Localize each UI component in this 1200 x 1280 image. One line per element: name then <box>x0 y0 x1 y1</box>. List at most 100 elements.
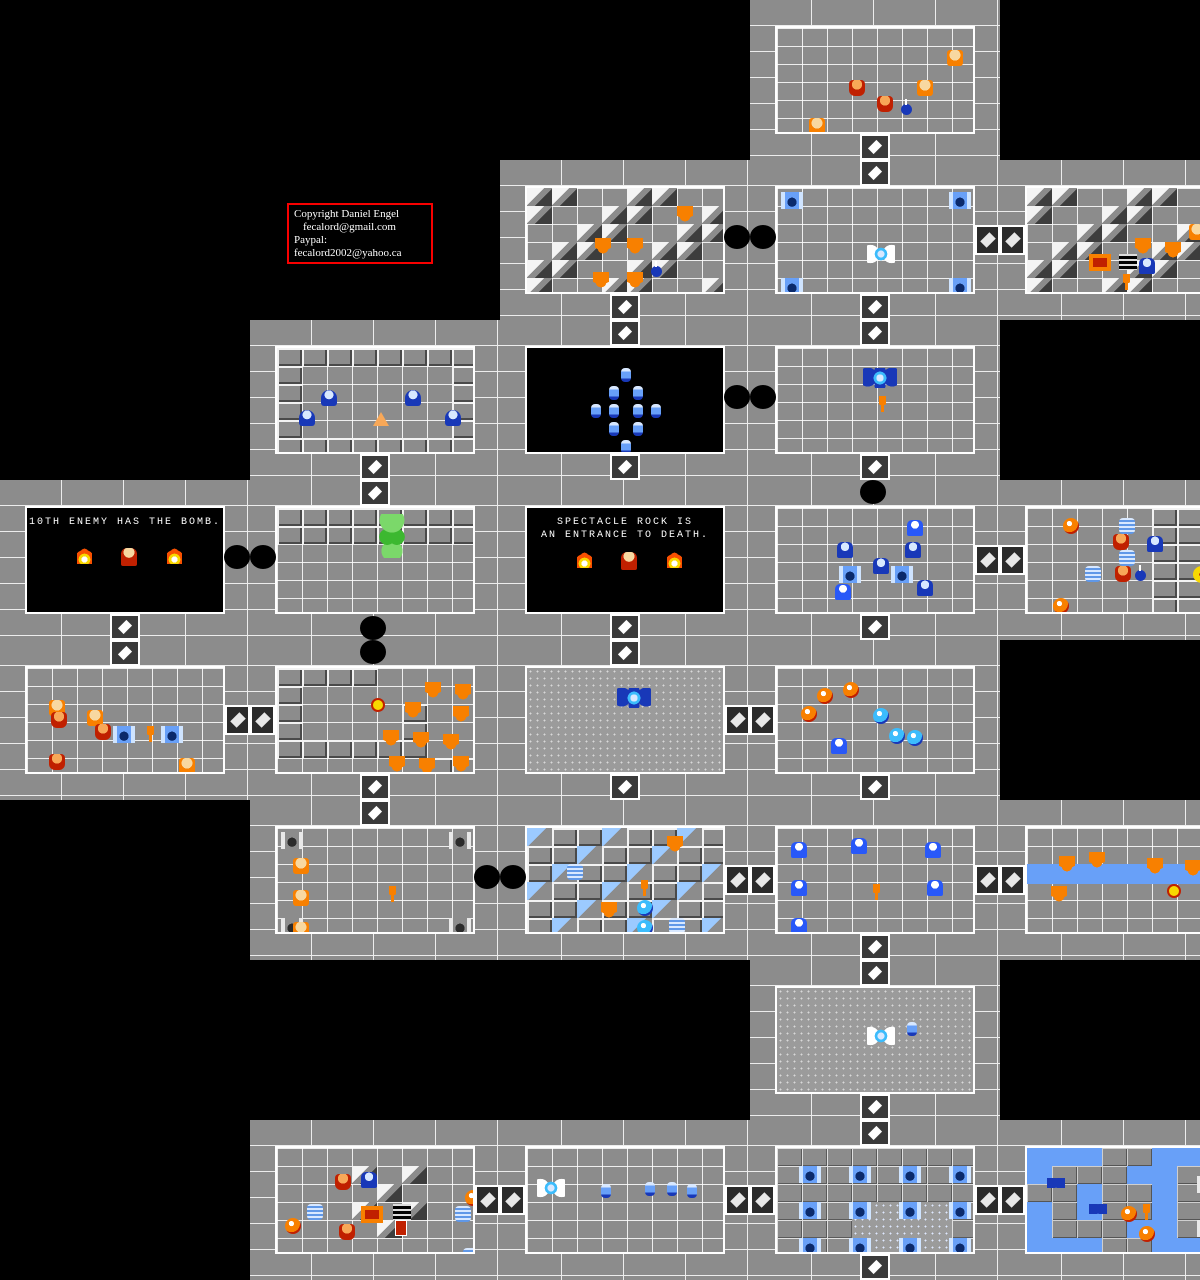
room-floor <box>775 986 975 1094</box>
item-heart[interactable] <box>293 612 305 614</box>
room-floor: 10TH ENEMY HAS THE BOMB. <box>25 506 225 614</box>
door-n-shutter[interactable] <box>860 1120 890 1146</box>
door-n-shutter[interactable] <box>610 320 640 346</box>
item-gel[interactable] <box>645 1182 655 1196</box>
door-s-shutter[interactable] <box>360 454 390 480</box>
item-map[interactable] <box>395 1220 407 1236</box>
door-s-shutter[interactable] <box>860 454 890 480</box>
door-n-shutter[interactable] <box>860 160 890 186</box>
door-w-locked[interactable] <box>1000 1185 1025 1215</box>
item-gel[interactable] <box>907 1022 917 1036</box>
item-bomb[interactable] <box>1135 565 1146 581</box>
door-e-locked[interactable] <box>475 1185 500 1215</box>
door-n-shutter[interactable] <box>860 960 890 986</box>
item-compass[interactable] <box>1167 884 1181 898</box>
door-e-bomb[interactable] <box>224 545 250 569</box>
door-w-locked[interactable] <box>250 705 275 735</box>
enemy-keese <box>1059 856 1075 872</box>
door-e-locked[interactable] <box>225 705 250 735</box>
door-w-locked[interactable] <box>1000 545 1025 575</box>
pushable-block <box>302 740 327 758</box>
pushable-block <box>302 668 327 686</box>
pushable-block <box>277 508 302 526</box>
door-n-shutter[interactable] <box>360 800 390 826</box>
door-e-bomb[interactable] <box>724 385 750 409</box>
statue-sprite <box>281 832 303 849</box>
item-key[interactable] <box>641 880 648 896</box>
door-s-shutter[interactable] <box>610 614 640 640</box>
door-w-bomb[interactable] <box>750 385 776 409</box>
door-s-shutter[interactable] <box>860 294 890 320</box>
enemy-manhandla <box>617 688 651 708</box>
door-s-shutter[interactable] <box>610 774 640 800</box>
door-w-locked[interactable] <box>750 865 775 895</box>
flame-sprite <box>667 552 682 568</box>
door-n-shutter[interactable] <box>110 640 140 666</box>
door-e-locked[interactable] <box>725 865 750 895</box>
door-n-bomb[interactable] <box>360 640 386 664</box>
door-s-shutter[interactable] <box>610 454 640 480</box>
door-w-bomb[interactable] <box>750 225 776 249</box>
room-room-blocks-keese-map <box>250 640 500 800</box>
door-n-shutter[interactable] <box>860 320 890 346</box>
item-key[interactable] <box>1143 1204 1150 1220</box>
door-s-shutter[interactable] <box>860 1254 890 1280</box>
ice-block <box>552 900 577 918</box>
statue-sprite <box>839 566 861 583</box>
door-s-shutter[interactable] <box>610 294 640 320</box>
staircase-sprite[interactable] <box>1119 254 1137 270</box>
door-e-locked[interactable] <box>975 1185 1000 1215</box>
door-s-shutter[interactable] <box>110 614 140 640</box>
door-e-bomb[interactable] <box>474 865 500 889</box>
enemy-keese <box>389 756 405 772</box>
door-w-locked[interactable] <box>1000 225 1025 255</box>
door-s-shutter[interactable] <box>860 614 890 640</box>
item-key[interactable] <box>1123 274 1130 290</box>
item-tri[interactable] <box>1193 566 1200 583</box>
door-e-locked[interactable] <box>975 865 1000 895</box>
door-n-bomb[interactable] <box>860 480 886 504</box>
door-w-locked[interactable] <box>750 1185 775 1215</box>
enemy-keese <box>455 684 471 700</box>
door-e-locked[interactable] <box>975 225 1000 255</box>
floor-block <box>877 1184 902 1202</box>
door-w-locked[interactable] <box>500 1185 525 1215</box>
item-compass[interactable] <box>371 698 385 712</box>
door-w-bomb[interactable] <box>500 865 526 889</box>
door-w-locked[interactable] <box>1000 865 1025 895</box>
door-s-shutter[interactable] <box>860 1094 890 1120</box>
door-n-shutter[interactable] <box>610 640 640 666</box>
ice-block <box>552 846 577 864</box>
door-s-shutter[interactable] <box>860 934 890 960</box>
door-w-bomb[interactable] <box>250 545 276 569</box>
flame-sprite <box>77 548 92 564</box>
room-floor <box>775 1146 975 1254</box>
enemy-darknutb <box>925 842 941 858</box>
pushable-block <box>327 508 352 526</box>
item-key[interactable] <box>147 726 154 742</box>
door-n-shutter[interactable] <box>360 480 390 506</box>
item-arrowup[interactable] <box>373 412 389 426</box>
door-s-bomb[interactable] <box>360 616 386 640</box>
door-e-locked[interactable] <box>725 1185 750 1215</box>
pushable-block <box>302 438 327 452</box>
item-gel[interactable] <box>601 1184 611 1198</box>
item-gel[interactable] <box>687 1184 697 1198</box>
door-s-shutter[interactable] <box>860 774 890 800</box>
door-w-locked[interactable] <box>750 705 775 735</box>
item-key[interactable] <box>873 884 880 900</box>
item-key[interactable] <box>879 396 886 412</box>
item-bomb[interactable] <box>901 99 912 115</box>
item-bomb[interactable] <box>651 261 662 277</box>
pushable-block <box>1102 1166 1127 1184</box>
item-gel[interactable] <box>667 1182 677 1196</box>
door-s-shutter[interactable] <box>860 134 890 160</box>
enemy-keese <box>677 206 693 222</box>
door-e-locked[interactable] <box>725 705 750 735</box>
door-e-bomb[interactable] <box>724 225 750 249</box>
staircase-sprite[interactable] <box>393 1204 411 1220</box>
item-key[interactable] <box>389 886 396 902</box>
pushable-block <box>327 348 352 366</box>
door-e-locked[interactable] <box>975 545 1000 575</box>
door-s-shutter[interactable] <box>360 774 390 800</box>
